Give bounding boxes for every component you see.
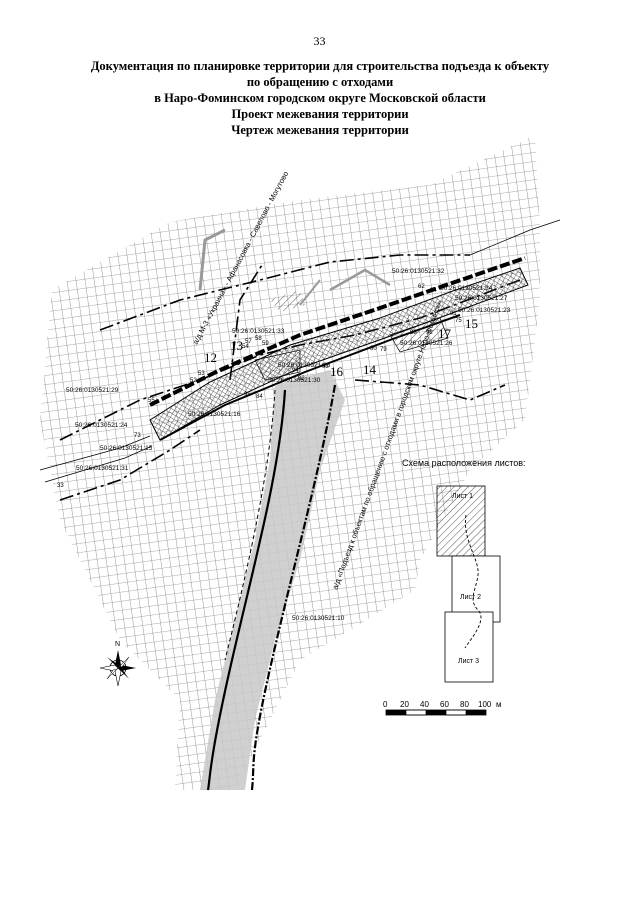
point-label: 33 bbox=[57, 483, 64, 489]
parcel-label: 50:26:0130521:33 bbox=[232, 328, 285, 335]
parcel-label: 50:26:0130521:15 bbox=[100, 445, 153, 452]
point-label: 88 bbox=[410, 330, 417, 336]
sheet-1-label: Лист 1 bbox=[452, 493, 474, 500]
parcel-label: 50:26:0130521:35 bbox=[278, 362, 331, 369]
parcel-label: 50:26:0130521:31 bbox=[76, 465, 129, 472]
parcel-label: 50:26:0130521:34 bbox=[440, 285, 493, 292]
zone-number: 17 bbox=[438, 326, 452, 341]
parcel-label: 50:26:0130521:23 bbox=[458, 307, 511, 314]
scale-tick-60: 60 bbox=[440, 700, 449, 709]
point-label: 54 bbox=[242, 344, 249, 350]
point-label: 95 bbox=[244, 392, 251, 398]
hatched-zones bbox=[254, 290, 449, 381]
title-line-3: в Наро-Фоминском городском округе Москов… bbox=[154, 91, 486, 105]
parcel-label: 50:26:0130521:29 bbox=[66, 387, 119, 394]
parcel-label: 50:26:0130521:30 bbox=[268, 377, 321, 384]
inset-title: Схема расположения листов: bbox=[402, 458, 526, 468]
secondary-roads bbox=[39, 219, 561, 483]
parcel-labels: 50:26:0130521:32 50:26:0130521:34 50:26:01… bbox=[66, 268, 511, 622]
zone-number: 13 bbox=[230, 338, 243, 353]
point-label: 59 bbox=[262, 341, 269, 347]
point-label: 64 bbox=[430, 288, 437, 294]
parcel-label: 50:26:0130521:26 bbox=[400, 340, 453, 347]
point-label: 62 bbox=[418, 284, 425, 290]
point-label: 84 bbox=[256, 394, 263, 400]
point-label: 79 bbox=[380, 347, 387, 353]
scale-bar bbox=[385, 709, 487, 716]
point-label: 80 bbox=[370, 346, 377, 352]
parcel-label: 50:26:0130521:16 bbox=[188, 411, 241, 418]
point-label: 91 bbox=[450, 311, 457, 317]
title-line-5: Чертеж межевания территории bbox=[231, 123, 409, 137]
access-road bbox=[200, 370, 345, 791]
sheet-layout-inset bbox=[436, 485, 501, 683]
point-label: 82 bbox=[298, 376, 305, 382]
point-label: 73 bbox=[134, 433, 141, 439]
scale-unit: м bbox=[496, 700, 502, 709]
zone-number: 12 bbox=[204, 350, 217, 365]
sheet-2-label: Лист 2 bbox=[460, 594, 482, 601]
point-label: 75 bbox=[455, 318, 462, 324]
scale-tick-100: 100 bbox=[478, 700, 492, 709]
point-label: 58 bbox=[255, 336, 262, 342]
zone-number: 16 bbox=[330, 364, 344, 379]
point-label: 53 bbox=[198, 371, 205, 377]
page-number: 33 bbox=[313, 34, 326, 48]
title-line-2: по обращению с отходами bbox=[246, 75, 394, 89]
north-label: N bbox=[115, 641, 120, 648]
parcel-label: 50:26:0130521:27 bbox=[455, 295, 508, 302]
zone-numbers: 12 13 14 15 16 17 bbox=[204, 316, 478, 379]
point-label: 94 bbox=[292, 368, 299, 374]
sheet-3-label: Лист 3 bbox=[458, 658, 480, 665]
point-label: 57 bbox=[245, 339, 252, 345]
north-arrow bbox=[99, 650, 136, 687]
parcel-label: 50:26:0130521:10 bbox=[292, 615, 345, 622]
zone-number: 15 bbox=[465, 316, 478, 331]
title-line-4: Проект межевания территории bbox=[231, 107, 409, 121]
point-label: 93 bbox=[322, 364, 329, 370]
scale-tick-80: 80 bbox=[460, 700, 469, 709]
point-label: 55 bbox=[148, 398, 155, 404]
point-label: 92 bbox=[426, 330, 433, 336]
scale-tick-20: 20 bbox=[400, 700, 409, 709]
parcel-label: 50:26:0130521:32 bbox=[392, 268, 445, 275]
point-label: 52 bbox=[190, 378, 197, 384]
document-title: Документация по планировке территории дл… bbox=[40, 58, 600, 138]
scale-tick-0: 0 bbox=[383, 700, 388, 709]
scale-tick-40: 40 bbox=[420, 700, 429, 709]
zone-number: 14 bbox=[363, 362, 377, 377]
parcel-label: 50:26:0130521:24 bbox=[75, 422, 128, 429]
title-line-1: Документация по планировке территории дл… bbox=[90, 59, 550, 73]
